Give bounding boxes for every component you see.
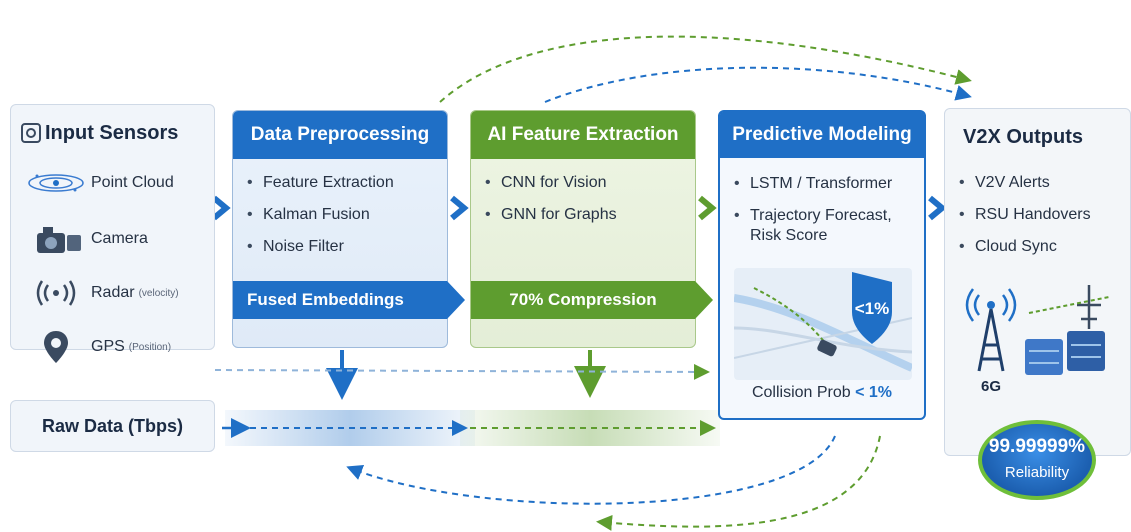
- input-sensors-title: Input Sensors: [11, 115, 214, 151]
- sensor-label: GPS: [91, 338, 125, 355]
- trajectory-visual: <1%: [734, 268, 912, 380]
- v2x-title: V2X Outputs: [963, 125, 1084, 148]
- blue-flow-bar: [225, 410, 475, 446]
- network-label: 6G: [981, 378, 1001, 395]
- sensor-label: Radar: [91, 284, 135, 301]
- sensor-camera: Camera: [21, 219, 216, 259]
- chevron-3: [698, 195, 717, 221]
- collision-prob-value: < 1%: [855, 384, 893, 401]
- chevron-4: [928, 195, 947, 221]
- sensor-chip-icon: [21, 123, 41, 143]
- list-item: Kalman Fusion: [247, 205, 441, 225]
- input-title-text: Input Sensors: [45, 121, 179, 144]
- green-flow-bar: [460, 410, 720, 446]
- predictive-modeling-card: Predictive Modeling LSTM / Transformer T…: [718, 110, 926, 420]
- cell-tower-icon: [965, 288, 1017, 372]
- list-item: Trajectory Forecast, Risk Score: [734, 206, 918, 246]
- list-item: Noise Filter: [247, 237, 441, 257]
- raw-data-box: Raw Data (Tbps): [10, 400, 215, 452]
- input-sensors-card: Input Sensors Point Cloud Camera Radar (…: [10, 104, 216, 363]
- top-arc-blue: [544, 66, 972, 103]
- camera-icon: [37, 227, 81, 253]
- shield-icon: [852, 272, 892, 344]
- ai-feature-extraction-card: AI Feature Extraction CNN for Vision GNN…: [470, 110, 696, 348]
- sensor-sub: (Position): [128, 341, 172, 353]
- collision-prob-label: Collision Prob: [751, 384, 856, 401]
- top-arc-green: [439, 35, 972, 103]
- reliability-label: Reliability: [1004, 464, 1070, 481]
- preprocessing-title: Data Preprocessing: [233, 111, 447, 159]
- list-item: Cloud Sync: [959, 237, 1124, 257]
- predictive-title: Predictive Modeling: [720, 112, 924, 158]
- reliability-ring: [978, 420, 1096, 500]
- v2x-list: V2V Alerts RSU Handovers Cloud Sync: [959, 173, 1124, 269]
- fused-embeddings-banner: Fused Embeddings: [233, 281, 465, 319]
- compression-banner: 70% Compression: [471, 281, 713, 319]
- shield-label: <1%: [855, 299, 890, 318]
- data-preprocessing-card: Data Preprocessing Feature Extraction Ka…: [232, 110, 448, 348]
- sensor-radar: Radar (velocity): [21, 273, 216, 313]
- ai-list: CNN for Vision GNN for Graphs: [485, 173, 689, 237]
- reliability-value: 99.99999%: [988, 436, 1086, 457]
- preprocessing-list: Feature Extraction Kalman Fusion Noise F…: [247, 173, 441, 269]
- list-item: LSTM / Transformer: [734, 174, 918, 194]
- sensor-gps: GPS (Position): [21, 327, 216, 367]
- network-visual: 6G: [965, 285, 1110, 395]
- feedback-arc-green: [596, 435, 881, 531]
- chevron-2: [450, 195, 469, 221]
- mid-dashed: [214, 363, 710, 380]
- feedback-arc-blue: [346, 435, 836, 505]
- collision-prob: Collision Prob < 1%: [720, 384, 924, 402]
- ai-title: AI Feature Extraction: [471, 111, 695, 159]
- car-icon: [817, 339, 837, 357]
- sensor-label: Point Cloud: [91, 174, 174, 191]
- list-item: V2V Alerts: [959, 173, 1124, 193]
- point-cloud-icon: [28, 174, 84, 192]
- reliability-badge: 99.99999% Reliability: [978, 420, 1096, 500]
- sensor-label: Camera: [91, 230, 148, 247]
- list-item: GNN for Graphs: [485, 205, 689, 225]
- list-item: CNN for Vision: [485, 173, 689, 193]
- sensor-point-cloud: Point Cloud: [21, 163, 216, 203]
- gps-pin-icon: [44, 331, 68, 363]
- list-item: RSU Handovers: [959, 205, 1124, 225]
- radar-icon: [36, 280, 76, 306]
- list-item: Feature Extraction: [247, 173, 441, 193]
- predictive-list: LSTM / Transformer Trajectory Forecast, …: [734, 174, 918, 258]
- antenna-icon: [1028, 285, 1110, 329]
- server-rack-icon: [1025, 331, 1105, 375]
- sensor-sub: (velocity): [138, 287, 179, 299]
- v2x-outputs-card: V2X Outputs V2V Alerts RSU Handovers Clo…: [944, 108, 1131, 456]
